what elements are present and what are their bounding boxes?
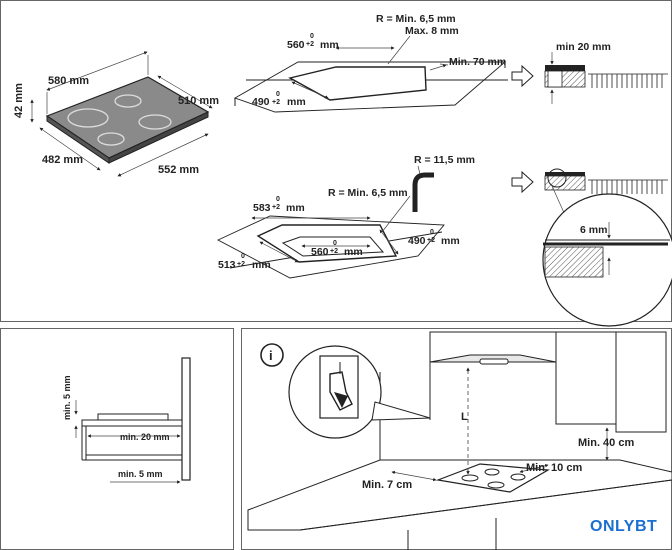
hob-width-bottom-label: 552 mm	[158, 164, 199, 176]
min20-label: min. 20 mm	[120, 432, 170, 442]
svg-text:560: 560	[287, 39, 305, 51]
hob-drawing	[30, 51, 213, 177]
detail2-6mm-label: 6 mm	[580, 224, 607, 236]
min10-label: Min. 10 cm	[526, 462, 582, 474]
cutout-1-drawing	[233, 35, 508, 113]
svg-text:560: 560	[311, 246, 329, 258]
min5-horizontal-label: min. 5 mm	[118, 469, 163, 479]
cutout1-width-label: 560 0 +2 mm	[287, 33, 339, 51]
detail-2-drawing	[511, 168, 672, 327]
cutout2-outer-depth-label: 513 0 +2 mm	[218, 253, 271, 271]
min40-label: Min. 40 cm	[578, 437, 634, 449]
hob-depth-right-label: 510 mm	[178, 95, 219, 107]
min7-label: Min. 7 cm	[362, 479, 412, 491]
hob-depth-left-label: 482 mm	[42, 154, 83, 166]
svg-text:0: 0	[430, 229, 434, 236]
svg-text:mm: mm	[252, 259, 271, 271]
svg-text:+2: +2	[306, 41, 314, 48]
cutout2-outer-width-label: 583 0 +2 mm	[253, 196, 305, 214]
min5-vertical-label: min. 5 mm	[62, 375, 72, 420]
cutout1-radius-label: R = Min. 6,5 mm	[376, 13, 456, 25]
svg-text:490: 490	[252, 96, 270, 108]
hob-width-top-label: 580 mm	[48, 75, 89, 87]
watermark-logo: ONLYBT	[590, 518, 658, 535]
detail-1-drawing	[511, 52, 668, 104]
svg-text:mm: mm	[287, 96, 306, 108]
cutout2-inner-depth-label: 490 0 +2 mm	[408, 229, 460, 247]
svg-text:513: 513	[218, 259, 236, 271]
svg-text:+2: +2	[330, 248, 338, 255]
svg-text:+2: +2	[427, 237, 435, 244]
svg-text:mm: mm	[344, 246, 363, 258]
svg-text:mm: mm	[441, 235, 460, 247]
cutout2-inner-width-label: 560 0 +2 mm	[311, 240, 363, 258]
cutout2-radius-inner-label: R = Min. 6,5 mm	[328, 187, 408, 199]
hood-distance-label: L	[461, 411, 468, 423]
cutout-2-drawing	[216, 165, 445, 279]
svg-text:+2: +2	[272, 99, 280, 106]
svg-text:mm: mm	[286, 202, 305, 214]
svg-text:0: 0	[276, 196, 280, 203]
cutout2-radius-outer-label: R = 11,5 mm	[414, 154, 475, 166]
cabinet-side-drawing	[74, 357, 191, 484]
svg-text:0: 0	[333, 240, 337, 247]
svg-text:mm: mm	[320, 39, 339, 51]
svg-text:0: 0	[241, 253, 245, 260]
svg-text:+2: +2	[272, 204, 280, 211]
svg-text:+2: +2	[237, 261, 245, 268]
svg-text:i: i	[269, 348, 273, 363]
bottom-left-panel-frame	[0, 328, 234, 550]
detail1-min20-label: min 20 mm	[556, 41, 611, 53]
cutout1-depth-label: 490 0 +2 mm	[252, 91, 306, 108]
hob-height-label: 42 mm	[13, 83, 25, 118]
cutout1-max-label: Max. 8 mm	[405, 25, 459, 37]
svg-text:490: 490	[408, 235, 426, 247]
cutout1-min70-label: Min. 70 mm	[449, 56, 506, 68]
info-icon: i	[260, 343, 284, 367]
svg-text:583: 583	[253, 202, 271, 214]
svg-text:0: 0	[276, 91, 280, 98]
kitchen-drawing	[247, 331, 672, 550]
svg-text:0: 0	[310, 33, 314, 40]
